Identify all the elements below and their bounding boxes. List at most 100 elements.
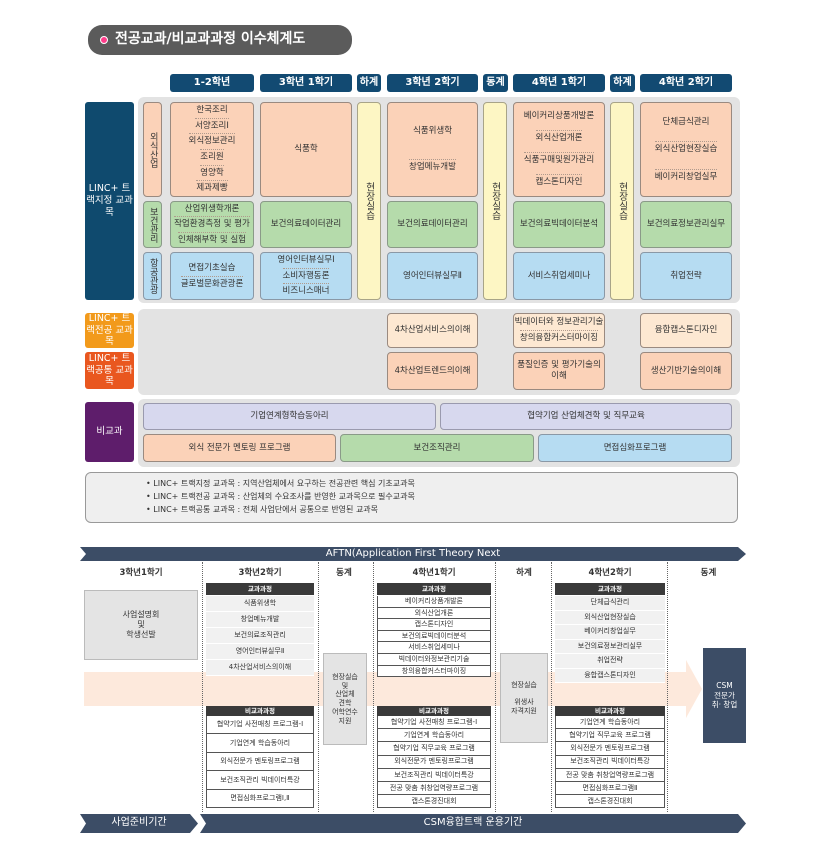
course-item: 보건의료데이터관리 [397,219,468,230]
semester-header: 3학년 1학기 [260,74,352,92]
track-common-course: 품질인증 및 평가기술의 이해 [513,352,605,390]
semester-header: 4학년 1학기 [513,74,605,92]
note-line: • LINC+ 트랙지정 교과목 : 지역산업체에서 요구하는 전공관련 핵심 … [146,479,415,489]
semester-header: 하계 [357,74,381,92]
note-line: • LINC+ 트랙공통 교과목 : 전체 사업단에서 공통으로 반영된 교과목 [146,504,379,514]
extracurricular-course: 캡스톤경진대회 [555,795,665,809]
course-item: 글로벌문화관광론 [180,275,244,292]
extracurricular-item: 외식 전문가 멘토링 프로그램 [143,434,336,462]
course-item: 비즈니스매너 [282,283,330,299]
course-item: 산업위생학개론 [184,203,240,214]
track-common-course: 4차산업트렌드의이해 [387,352,478,390]
course-item: 제과제빵 [196,180,228,196]
course-item: 면접기초실습 [188,262,236,273]
extracurricular-course: 보건조직관리 빅데이터특강 [377,768,491,782]
extracurricular-header: 비교과과정 [555,706,665,716]
course-item: 단체급식관리 [662,116,710,127]
curriculum-course: 식품위생학 [206,596,314,612]
column-divider [373,562,374,812]
course-cell: 보건의료데이터관리 [260,201,352,248]
extracurricular-course: 외식전문가 멘토링프로그램 [555,742,665,756]
category-label: 외식산업 [143,102,162,197]
extracurricular-course: 협약기업 직무교육 프로그램 [377,742,491,756]
column-divider [318,562,319,812]
category-label: 보건관리 [143,201,162,248]
operation-period-banner: CSM융합트랙 운용기간 [200,814,746,833]
course-item: 보건의료빅데이터분석 [519,219,599,230]
track-major-course: 융합캡스톤디자인 [640,313,732,348]
extracurricular-header: 비교과과정 [377,706,491,716]
page-title: 전공교과/비교과과정 이수체계도 [88,25,352,55]
curriculum-course: 단체급식관리 [555,596,665,611]
flow-column-header: 3학년2학기 [238,567,282,578]
extracurricular-course: 면접심화프로그램Ⅰ,Ⅱ [206,789,314,808]
course-item: 식품구매및원가관리 [523,152,595,168]
flow-column-header: 3학년1학기 [119,567,163,578]
curriculum-course: 보건의료조직관리 [206,628,314,644]
course-cell: 식품학 [260,102,352,197]
extracurricular-course: 보건조직관리 빅데이터특강 [555,755,665,769]
course-item: 한국조리 [196,105,228,116]
semester-header: 4학년 2학기 [640,74,732,92]
curriculum-header: 교과과정 [206,583,314,595]
curriculum-course: 영어인터뷰실무Ⅱ [206,644,314,660]
course-cell: 서비스취업세미나 [513,252,605,300]
summer-practice-box: 현장실습 위생사 자격지원 [500,653,548,743]
curriculum-course: 창업메뉴개발 [206,612,314,628]
extracurricular-course: 협약기업 사전매칭 프로그램-Ⅰ [206,716,314,735]
extracurricular-item: 면접심화프로그램 [538,434,732,462]
course-cell: 영어인터뷰실무Ⅱ [387,252,478,300]
extracurricular-course: 외식전문가 멘토링프로그램 [206,752,314,772]
prep-box: 사업설명회 및 학생선발 [84,590,198,660]
course-item: 캡스톤디자인 [535,174,583,190]
curriculum-header: 교과과정 [555,583,665,595]
course-item: 보건의료데이터관리 [270,219,342,230]
course-item: 외식정보관리 [188,133,236,149]
course-item: 서양조리Ⅰ [195,117,229,134]
extracurricular-course: 외식전문가 멘토링프로그램 [377,755,491,769]
track-designated-label: LINC+ 트랙지정 교과목 [85,102,134,300]
curriculum-course: 빅데이터와정보관리기술 [377,654,491,666]
extracurricular-course: 전공 맞춤 취창업역량프로그램 [555,768,665,782]
course-item: 4차산업서비스의이해 [394,325,471,336]
course-cell: 보건의료정보관리실무 [640,201,732,248]
note-line: • LINC+ 트랙전공 교과목 : 산업체의 수요조사를 반영한 교과목으로 … [146,492,415,502]
extracurricular-item: 기업연계형학습동아리 [143,403,436,430]
course-item: 식품학 [294,144,318,155]
flow-column-header: 4학년1학기 [412,567,456,578]
column-divider [667,562,668,812]
extracurricular-course: 보건조직관리 빅데이터특강 [206,771,314,790]
field-practice-column: 현장실습 [610,102,634,300]
winter-practice-box: 현장실습 및 산업체 견학 어학연수 지원 [323,653,367,745]
course-item: 영양학 [200,164,224,181]
notes-box: • LINC+ 트랙지정 교과목 : 지역산업체에서 요구하는 전공관련 핵심 … [85,472,738,523]
bullet-dot-icon [100,36,108,44]
extracurricular-course: 면접심화프로그램Ⅱ [555,782,665,796]
course-cell: 보건의료데이터관리 [387,201,478,248]
extracurricular-item: 협약기업 산업체견학 및 직무교육 [440,403,732,430]
aftn-banner: AFTN(Application First Theory Next [80,547,746,561]
curriculum-header: 교과과정 [377,583,491,595]
semester-header: 1-2학년 [170,74,254,92]
csm-outcome-box: CSM 전문가 취· 창업 [703,648,746,743]
course-item: 서비스취업세미나 [527,270,591,281]
extracurricular-course: 전공 맞춤 취창업역량프로그램 [377,782,491,796]
course-item: 외식산업개론 [535,130,583,146]
semester-header: 하계 [610,74,635,92]
category-label: 항공관광 [143,252,162,300]
course-item: 창업메뉴개발 [409,159,456,175]
course-item: 빅데이터와 정보관리기술 [514,317,604,328]
course-item: 융합캡스톤디자인 [654,325,718,336]
course-item: 소비자행동론 [282,267,330,284]
extracurricular-course: 협약기업 사전매칭 프로그램-Ⅰ [377,716,491,730]
extracurricular-course: 기업연계 학습동아리 [377,729,491,743]
field-practice-column: 현장실습 [357,102,381,300]
extracurricular-course: 캡스톤경진대회 [377,795,491,809]
extracurricular-label: 비교과 [85,402,134,462]
curriculum-course: 베이커리창업실무 [555,625,665,640]
